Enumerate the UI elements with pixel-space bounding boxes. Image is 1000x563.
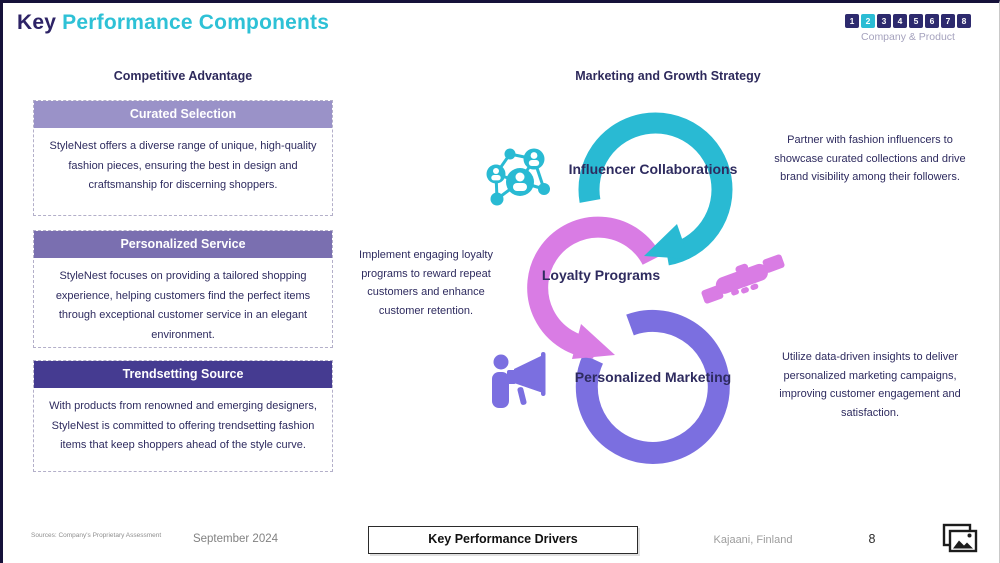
handshake-icon xyxy=(701,254,785,304)
cycle-label-influencer-collaborations: Influencer Collaborations xyxy=(568,161,738,177)
pagination-box-3[interactable]: 3 xyxy=(877,14,891,28)
card-header: Personalized Service xyxy=(34,231,332,258)
pagination-box-4[interactable]: 4 xyxy=(893,14,907,28)
card-body: With products from renowned and emerging… xyxy=(49,400,317,452)
pagination-boxes: 1 2 3 4 5 6 7 8 xyxy=(845,14,971,28)
card-header: Trendsetting Source xyxy=(34,361,332,388)
card-personalized-service: Personalized Service StyleNest focuses o… xyxy=(33,230,333,348)
page-number: 8 xyxy=(868,532,876,546)
cycle-desc-personalized-marketing: Utilize data-driven insights to deliver … xyxy=(779,351,961,420)
pagination-box-6[interactable]: 6 xyxy=(925,14,939,28)
pagination-box-5[interactable]: 5 xyxy=(909,14,923,28)
card-header: Curated Selection xyxy=(34,101,332,128)
card-body: StyleNest offers a diverse range of uniq… xyxy=(49,140,317,192)
cycle-diagram xyxy=(486,112,785,464)
personalized-marketing-ring xyxy=(575,310,730,464)
network-people-icon xyxy=(486,148,550,206)
loyalty-programs-ring xyxy=(527,216,662,359)
page-title: Key Performance Components xyxy=(17,11,329,35)
pagination-box-1[interactable]: 1 xyxy=(845,14,859,28)
card-trendsetting-source: Trendsetting Source With products from r… xyxy=(33,360,333,472)
footer-location: Kajaani, Finland xyxy=(713,534,793,546)
page-title-highlight: Performance Components xyxy=(62,11,330,34)
cycle-label-personalized-marketing: Personalized Marketing xyxy=(574,369,732,385)
pagination-section-label: Company & Product xyxy=(861,31,955,43)
section-pagination: 1 2 3 4 5 6 7 8 Company & Product xyxy=(845,14,971,43)
pagination-box-7[interactable]: 7 xyxy=(941,14,955,28)
photos-icon[interactable] xyxy=(941,522,981,556)
sources-note: Sources: Company's Proprietary Assessmen… xyxy=(31,532,162,539)
influencer-collaborations-ring xyxy=(578,112,733,266)
card-body: StyleNest focuses on providing a tailore… xyxy=(55,270,311,341)
left-column-heading: Competitive Advantage xyxy=(113,69,253,83)
key-performance-drivers-button[interactable]: Key Performance Drivers xyxy=(368,526,638,554)
card-curated-selection: Curated Selection StyleNest offers a div… xyxy=(33,100,333,216)
cycle-desc-loyalty-programs: Implement engaging loyalty programs to r… xyxy=(359,249,493,318)
pagination-box-2-active[interactable]: 2 xyxy=(861,14,875,28)
pagination-box-8[interactable]: 8 xyxy=(957,14,971,28)
right-column-heading: Marketing and Growth Strategy xyxy=(575,69,761,83)
cycle-desc-influencer-collaborations: Partner with fashion influencers to show… xyxy=(774,134,966,184)
footer-date: September 2024 xyxy=(192,533,279,545)
megaphone-person-icon xyxy=(492,352,546,408)
page-title-prefix: Key xyxy=(17,11,57,34)
cycle-label-loyalty-programs: Loyalty Programs xyxy=(541,267,661,283)
